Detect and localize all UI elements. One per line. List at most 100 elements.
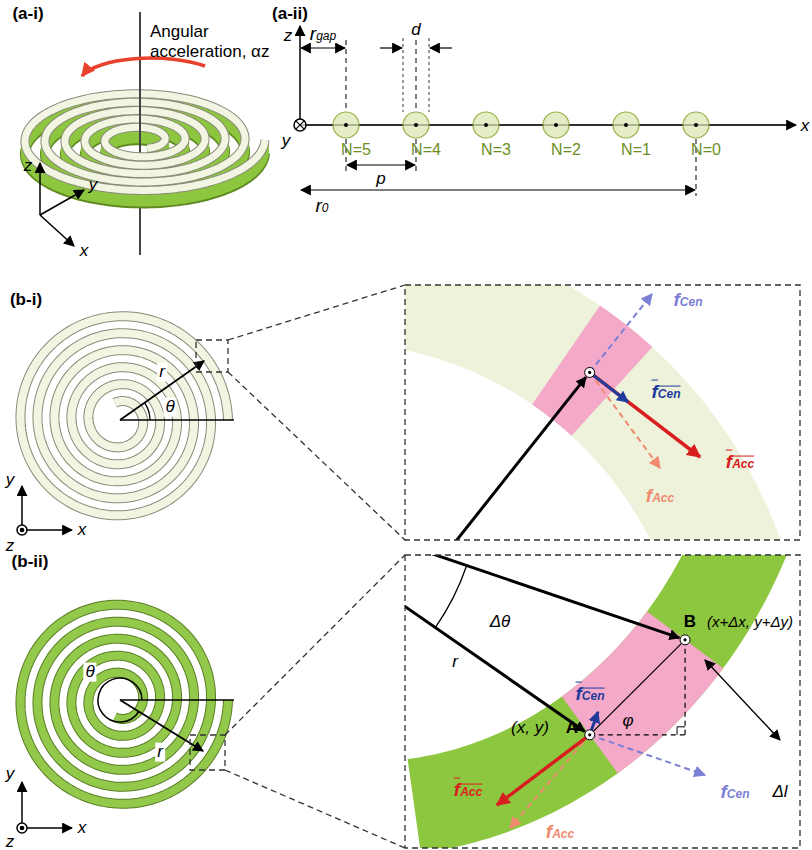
drawing-part bbox=[405, 285, 735, 540]
drawing-part bbox=[585, 367, 595, 377]
drawing-part bbox=[225, 770, 405, 848]
drawing-part bbox=[228, 285, 405, 340]
drawing-part bbox=[139, 12, 141, 150]
drawing-part bbox=[683, 638, 686, 641]
panel-label: (b-ii) bbox=[12, 553, 49, 572]
drawing-part bbox=[405, 555, 800, 848]
drawing-part bbox=[20, 316, 228, 515]
dimension-label: p bbox=[376, 170, 385, 189]
axis-label: z bbox=[284, 27, 293, 46]
drawing-part bbox=[380, 47, 402, 48]
turn-index: N=5 bbox=[341, 141, 371, 159]
axis-label: y bbox=[89, 176, 98, 195]
drawing-part bbox=[590, 735, 705, 775]
drawing-part bbox=[294, 26, 796, 196]
radius-label: r bbox=[452, 653, 458, 672]
drawing-part bbox=[25, 94, 265, 191]
angle-label: Δθ bbox=[490, 613, 511, 632]
drawing-part bbox=[590, 372, 628, 402]
drawing-part bbox=[228, 372, 405, 540]
drawing-part bbox=[22, 529, 72, 531]
drawing-part bbox=[405, 555, 780, 828]
drawing-part bbox=[17, 525, 27, 535]
coordinate-label: (x+Δx, y+Δy) bbox=[707, 614, 793, 631]
force-label: fAcc bbox=[454, 780, 482, 801]
drawing-part bbox=[17, 823, 27, 833]
dimension-label: d bbox=[411, 21, 420, 40]
drawing-part bbox=[22, 827, 72, 829]
drawing-part bbox=[120, 361, 204, 420]
drawing-part bbox=[590, 640, 685, 735]
drawing-part bbox=[40, 215, 74, 246]
angle-label: φ bbox=[622, 712, 633, 731]
drawing-part bbox=[300, 112, 790, 138]
drawing-part bbox=[585, 730, 595, 740]
drawing-part bbox=[20, 528, 23, 531]
drawing-part bbox=[20, 316, 228, 515]
drawing-part bbox=[405, 555, 585, 731]
drawing-part bbox=[301, 47, 345, 48]
point-label: B bbox=[684, 613, 696, 632]
drawing-part bbox=[145, 403, 150, 420]
angle-label: θ bbox=[83, 663, 96, 682]
drawing-part bbox=[190, 735, 225, 770]
drawing-part bbox=[300, 125, 790, 126]
force-label: fAcc bbox=[726, 452, 754, 473]
force-label: fAcc bbox=[646, 486, 674, 507]
axis-label: x bbox=[78, 521, 87, 540]
drawing-part bbox=[25, 94, 265, 191]
drawing-part bbox=[414, 555, 775, 806]
drawing-part bbox=[299, 26, 301, 125]
drawing-part bbox=[20, 826, 23, 829]
drawing-part bbox=[403, 38, 404, 112]
coordinate-label: (x, y) bbox=[511, 719, 549, 738]
drawing-part bbox=[435, 566, 466, 628]
drawing-part bbox=[98, 678, 142, 722]
turn-index: N=4 bbox=[411, 141, 441, 159]
drawing-part bbox=[301, 189, 695, 190]
drawing-part bbox=[21, 782, 23, 828]
axis-label: z bbox=[6, 833, 15, 850]
drawing-part bbox=[677, 727, 685, 735]
force-label: fCen bbox=[674, 290, 703, 311]
force-label: fCen bbox=[576, 684, 605, 705]
drawing-part bbox=[590, 734, 685, 735]
drawing-part bbox=[680, 635, 690, 645]
drawing-part bbox=[196, 340, 228, 372]
drawing-part bbox=[430, 47, 452, 48]
drawing-part bbox=[590, 372, 700, 457]
drawing-part bbox=[590, 640, 685, 735]
radius-label: r bbox=[155, 743, 165, 762]
force-label: fCen bbox=[721, 782, 750, 803]
axis-label: x bbox=[801, 117, 810, 136]
angle-label: θ bbox=[163, 398, 176, 417]
drawing-part bbox=[190, 285, 800, 848]
drawing-part bbox=[429, 38, 430, 112]
dimension-label: rgap bbox=[310, 24, 336, 45]
drawing-part bbox=[82, 58, 205, 76]
panel-label: (a-i) bbox=[12, 5, 43, 24]
drawing-part bbox=[21, 486, 23, 530]
axis-label: y bbox=[282, 132, 291, 151]
motion-label: Angular acceleration, αz bbox=[150, 22, 285, 61]
turn-index: N=2 bbox=[551, 141, 581, 159]
panel-label: (b-i) bbox=[10, 291, 42, 310]
turn-index: N=3 bbox=[481, 141, 511, 159]
drawing-part bbox=[405, 555, 679, 638]
drawing-part bbox=[120, 419, 234, 420]
axis-label: x bbox=[80, 242, 89, 261]
drawing-part bbox=[39, 163, 41, 215]
dimension-label: r0 bbox=[315, 196, 328, 217]
drawing-part bbox=[17, 163, 84, 833]
force-label: fCen bbox=[652, 382, 681, 403]
radius-label: r bbox=[157, 363, 167, 382]
axis-label: y bbox=[6, 471, 15, 490]
point-label: A bbox=[566, 719, 578, 738]
drawing-part bbox=[20, 605, 228, 804]
axis-label: z bbox=[24, 157, 33, 176]
drawing-part bbox=[405, 285, 735, 540]
force-label: fAcc bbox=[546, 822, 574, 843]
